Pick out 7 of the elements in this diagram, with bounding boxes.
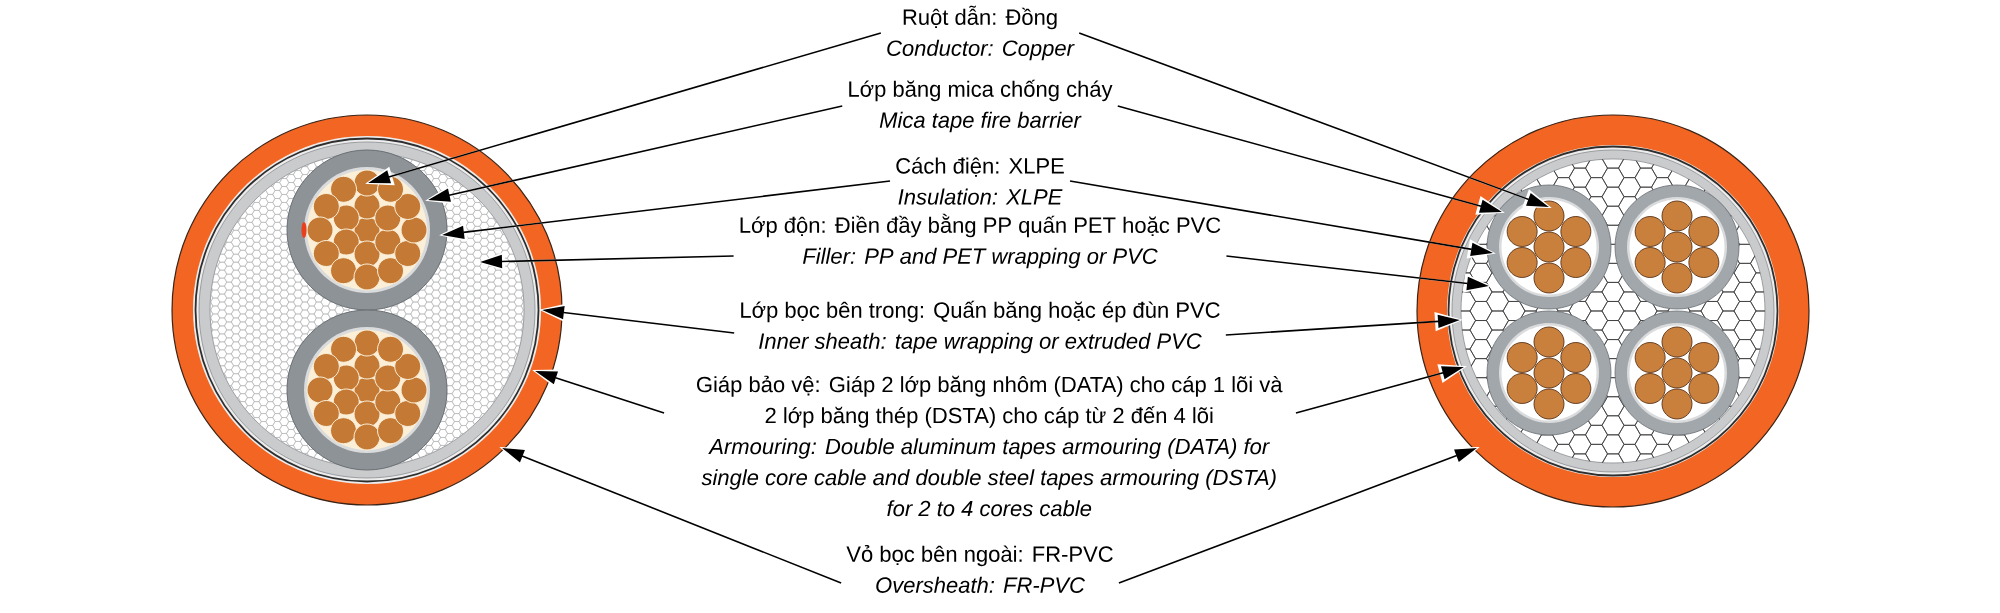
layer-label: Lớp độn: Điền đầy bằng PP quấn PET hoặc PVC Filler: PP and PET wrapping or PVC xyxy=(740,213,1221,269)
layer-label: Ruột dẫn: Đồng Conductor: Copper xyxy=(887,5,1075,61)
layer-label: Lớp bọc bên trong: Quấn băng hoặc ép đùn PVC Inner sheath: tape wrapping or extruded PVC xyxy=(741,300,1220,354)
layer-label: Vỏ bọc bên ngoài: FR-PVC Oversheath: FR-PVC xyxy=(846,545,1113,593)
layer-label: Cách điện: XLPE Insulation: XLPE xyxy=(896,157,1064,205)
layer-label: Lớp băng mica chống cháy Mica tape fire barrier xyxy=(849,79,1113,133)
layer-label: Giáp bảo vệ: Giáp 2 lớp băng nhôm (DATA) cho cáp 1 lõi và 2 lớp băng thép (DSTA) cho cáp từ 2 đến 4 lõi Armouring: Double aluminum tapes armouring (DATA) for single core cable and double steel tapes armouring (DSTA) for 2 to 4 cores cable xyxy=(697,375,1283,517)
